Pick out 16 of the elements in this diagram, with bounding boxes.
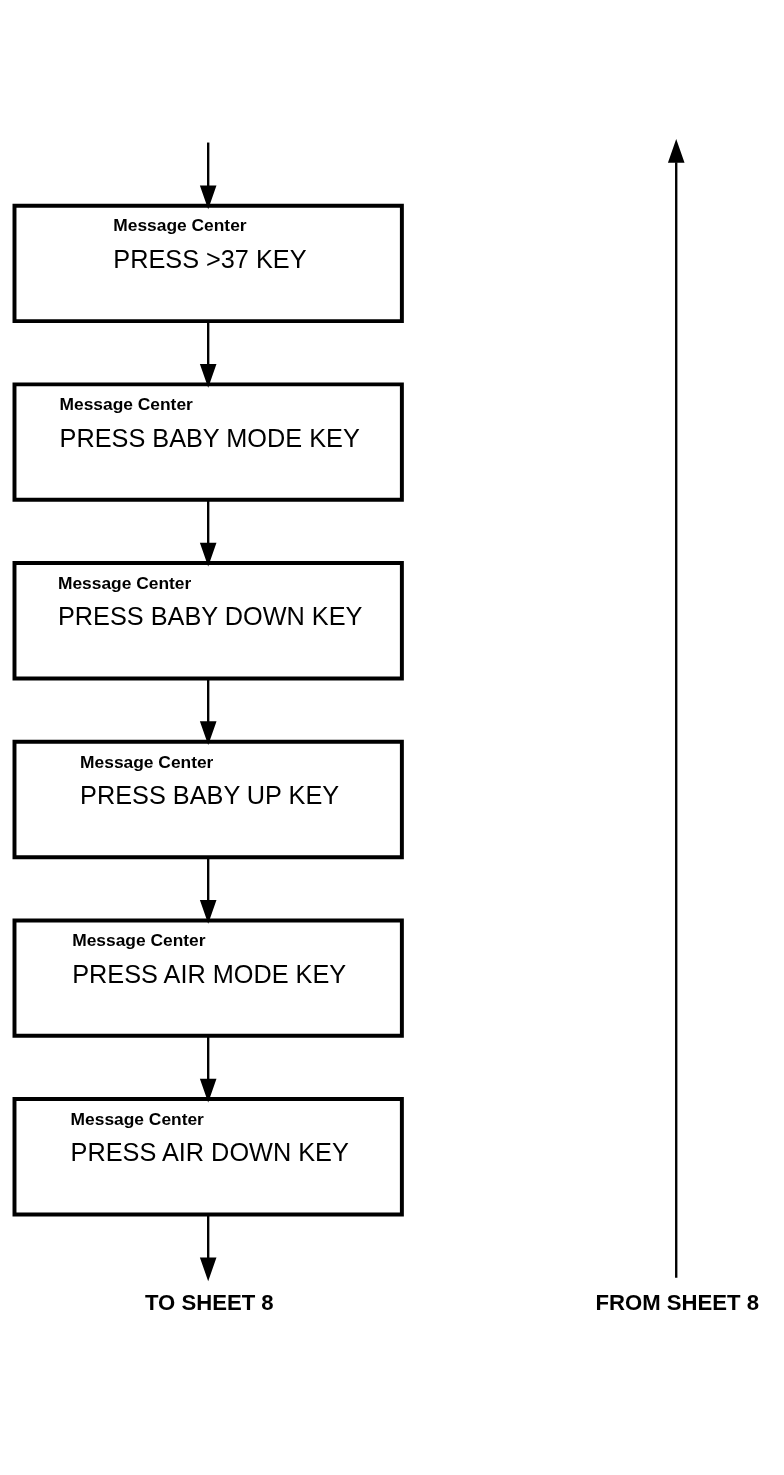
arrow xyxy=(199,499,217,566)
arrow xyxy=(199,321,217,388)
node-box: Message Center PRESS BABY UP KEY xyxy=(12,739,404,859)
arrow xyxy=(199,1035,217,1102)
node-box: Message Center PRESS BABY DOWN KEY xyxy=(12,560,404,680)
node-box: Message Center PRESS AIR MODE KEY xyxy=(12,917,404,1038)
node-text: FROM SHEET 8 xyxy=(595,1289,760,1315)
arrow xyxy=(667,138,685,1278)
node-box: Message Center PRESS >37 KEY xyxy=(12,203,404,323)
node-box: Message Center PRESS AIR DOWN KEY xyxy=(12,1096,404,1216)
arrow xyxy=(199,678,217,745)
arrow xyxy=(199,857,217,924)
node-box: Message Center PRESS BABY MODE KEY xyxy=(12,381,404,502)
node-text: TO SHEET 8 xyxy=(144,1289,274,1315)
arrow xyxy=(199,1214,217,1281)
arrow xyxy=(199,142,217,209)
